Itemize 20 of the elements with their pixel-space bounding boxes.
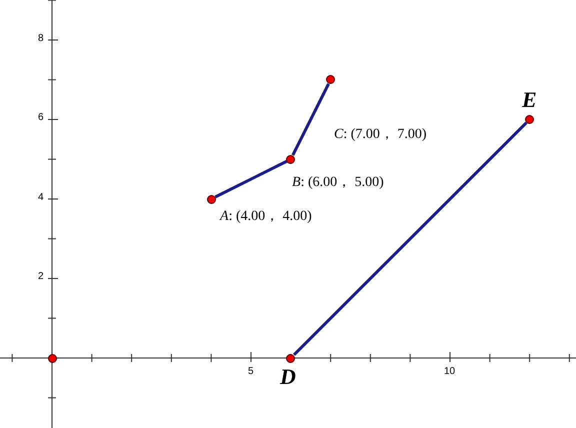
- coordinate-label: A: (4.00， 4.00): [220, 208, 312, 225]
- axis-tick-label: 5: [248, 366, 254, 377]
- axis-tick-label: 8: [38, 33, 44, 44]
- point-label: E: [522, 87, 537, 113]
- point-marker: [206, 194, 216, 204]
- point-marker: [326, 75, 336, 84]
- coordinate-label: B: (6.00， 5.00): [292, 174, 384, 191]
- coordinate-label: C: (7.00， 7.00): [334, 126, 427, 143]
- point-marker: [286, 154, 296, 164]
- axis-tick-label: 2: [38, 271, 44, 282]
- axis-tick-label: 10: [444, 366, 456, 377]
- line-segment: [292, 122, 528, 356]
- point-marker: [286, 354, 296, 362]
- point-marker: [48, 354, 56, 362]
- line-segment: [214, 160, 288, 198]
- axis-tick-label: 6: [38, 112, 44, 123]
- axis-tick-label: 4: [38, 192, 44, 203]
- point-label: D: [280, 364, 296, 390]
- line-segment: [291, 83, 330, 156]
- point-marker: [525, 115, 534, 124]
